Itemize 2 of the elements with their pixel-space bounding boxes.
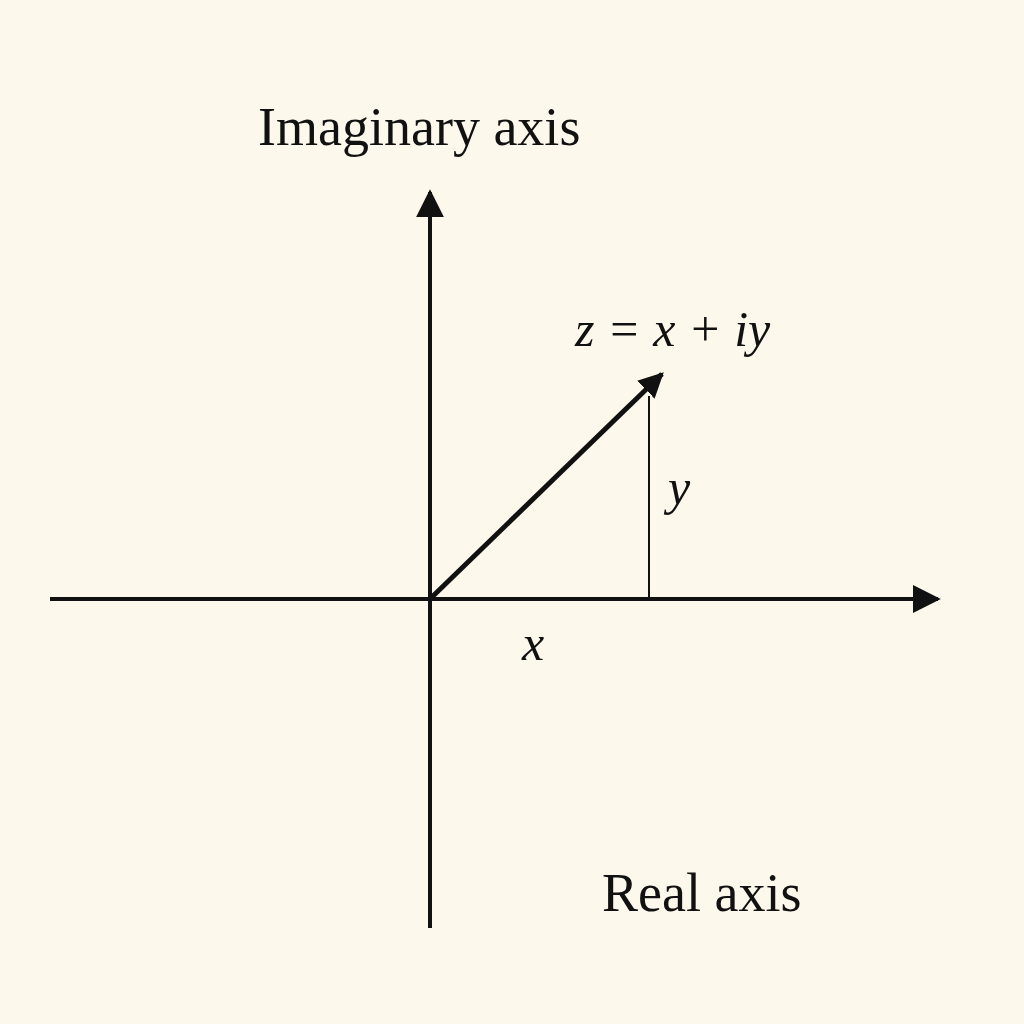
axis-label: Real axis (602, 866, 802, 920)
math-label: x (522, 618, 545, 668)
